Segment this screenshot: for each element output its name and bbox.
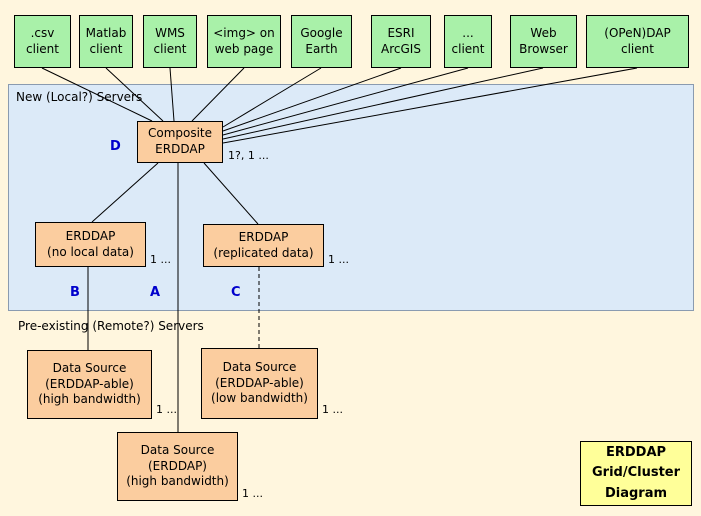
client-box-esri-arcgis: ESRI ArcGIS: [371, 15, 431, 68]
replicated-cardinality: 1 ...: [328, 253, 349, 266]
local-servers-region: [8, 84, 694, 311]
no-local-cardinality: 1 ...: [150, 253, 171, 266]
data-source-low-cardinality: 1 ...: [322, 403, 343, 416]
data-source-erddap-able-low-box: Data Source (ERDDAP-able) (low bandwidth…: [201, 348, 318, 419]
erddap-replicated-data-box: ERDDAP (replicated data): [203, 224, 324, 267]
client-box-web-browser: Web Browser: [510, 15, 577, 68]
edge-composite-replicated: [203, 162, 259, 225]
edge-webbrowser-composite: [222, 67, 544, 140]
edge-esri-composite: [222, 67, 402, 132]
edge-img-composite: [191, 67, 245, 122]
client-box-opendap: (OPeN)DAP client: [586, 15, 689, 68]
edge-otherclient-composite: [222, 67, 469, 136]
marker-b: B: [70, 285, 80, 300]
composite-cardinality: 1?, 1 ...: [228, 149, 269, 162]
client-box-other: ... client: [444, 15, 492, 68]
data-source-erddap-cardinality: 1 ...: [242, 487, 263, 500]
client-box-csv: .csv client: [14, 15, 71, 68]
marker-a: A: [150, 285, 161, 300]
remote-servers-title: Pre-existing (Remote?) Servers: [18, 319, 204, 333]
marker-d: D: [110, 139, 121, 154]
data-source-erddap-able-high-box: Data Source (ERDDAP-able) (high bandwidt…: [27, 350, 152, 419]
diagram-legend-box: ERDDAP Grid/Cluster Diagram: [580, 441, 692, 506]
data-source-high-cardinality: 1 ...: [156, 403, 177, 416]
data-source-erddap-box: Data Source (ERDDAP) (high bandwidth): [117, 432, 238, 501]
client-box-img-webpage: <img> on web page: [207, 15, 281, 68]
composite-erddap-box: Composite ERDDAP: [137, 121, 223, 163]
client-box-wms: WMS client: [143, 15, 197, 68]
erddap-no-local-data-box: ERDDAP (no local data): [35, 222, 146, 267]
edge-composite-nolocal: [91, 162, 159, 223]
edge-opendap-composite: [222, 67, 638, 144]
client-box-matlab: Matlab client: [79, 15, 133, 68]
edge-googleearth-composite: [222, 67, 322, 128]
local-servers-title: New (Local?) Servers: [16, 90, 143, 104]
client-box-google-earth: Google Earth: [291, 15, 352, 68]
edge-csv-composite: [41, 67, 153, 122]
marker-c: C: [231, 285, 241, 300]
edge-matlab-composite: [105, 67, 164, 122]
edge-wms-composite: [169, 67, 175, 122]
